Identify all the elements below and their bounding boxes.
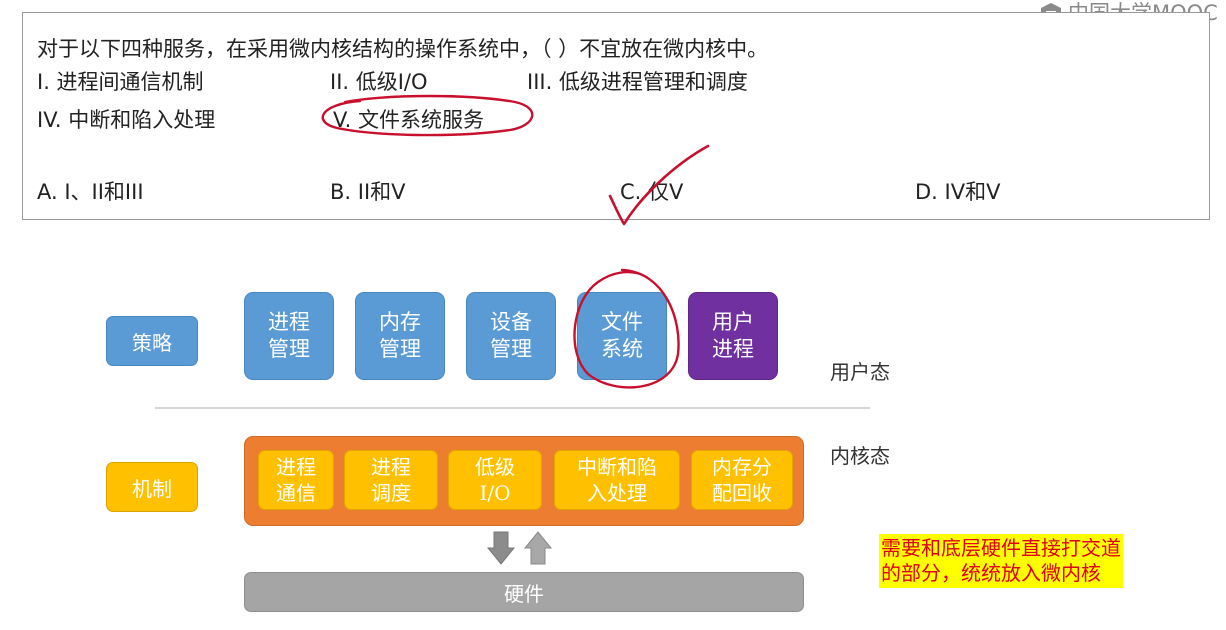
interrupt-trap-module: 中断和陷 入处理: [554, 450, 680, 510]
question-stem: 对于以下四种服务，在采用微内核结构的操作系统中，（ ）不宜放在微内核中。: [37, 37, 769, 61]
device-management-box: 设备 管理: [466, 292, 556, 380]
kernel-mode-label: 内核态: [830, 444, 890, 468]
option-b: B. II和V: [330, 180, 406, 204]
user-mode-label: 用户态: [830, 360, 890, 384]
kernel-hardware-arrows: [486, 531, 553, 565]
scheduling-module: 进程 调度: [344, 450, 438, 510]
down-arrow-icon: [486, 531, 516, 565]
item-2: II. 低级I/O: [330, 70, 428, 94]
item-1: I. 进程间通信机制: [37, 70, 204, 94]
mode-divider: [155, 407, 870, 409]
option-c: C. 仅V: [620, 180, 684, 204]
process-management-box: 进程 管理: [244, 292, 334, 380]
file-system-box: 文件 系统: [577, 292, 667, 380]
memory-allocation-module: 内存分 配回收: [691, 450, 793, 510]
option-a: A. I、II和III: [37, 180, 144, 204]
memory-management-box: 内存 管理: [355, 292, 445, 380]
policy-callout: 策略: [106, 316, 198, 366]
low-level-io-module: 低级 I/O: [448, 450, 542, 510]
up-arrow-icon: [523, 531, 553, 565]
user-process-box: 用户 进程: [688, 292, 778, 380]
item-4: IV. 中断和陷入处理: [37, 108, 216, 132]
item-3: III. 低级进程管理和调度: [527, 70, 748, 94]
highlighted-note: 需要和底层硬件直接打交道 的部分，统统放入微内核: [879, 534, 1123, 588]
ipc-module: 进程 通信: [258, 450, 334, 510]
hardware-box: 硬件: [244, 572, 804, 612]
option-d: D. IV和V: [915, 180, 1001, 204]
item-5: V. 文件系统服务: [333, 108, 485, 132]
mechanism-callout: 机制: [106, 462, 198, 512]
